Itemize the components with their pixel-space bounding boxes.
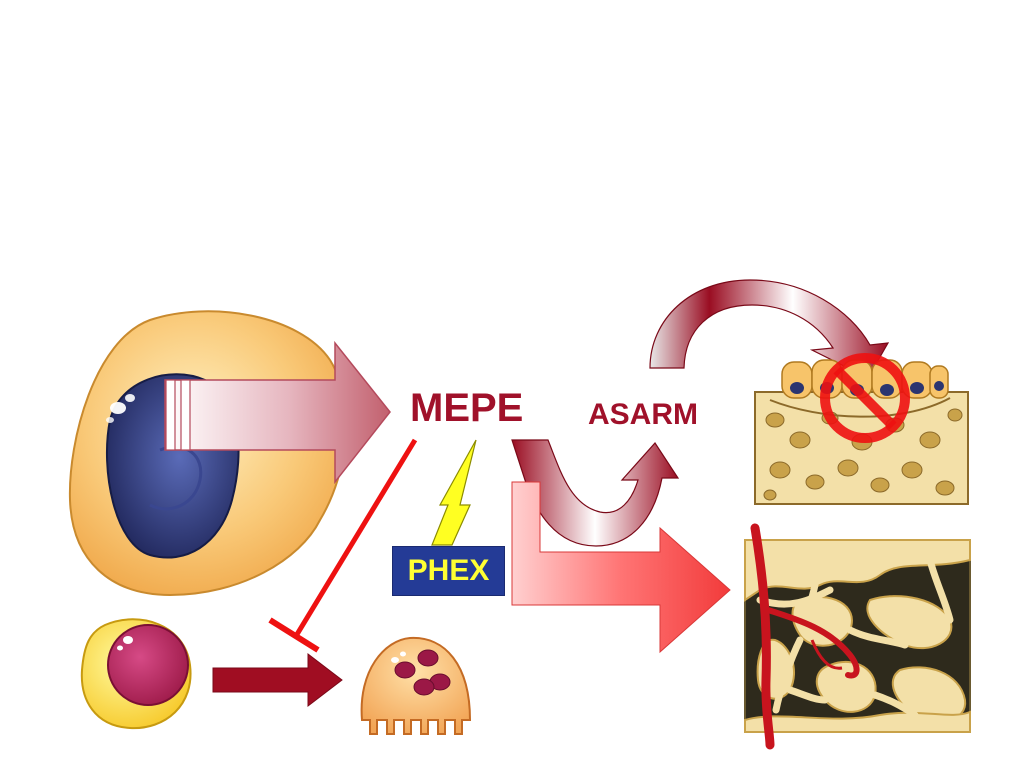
precursor-cell-icon	[80, 618, 192, 730]
trabecular-bone-icon	[744, 523, 971, 750]
phex-box: PHEX	[392, 546, 505, 596]
mepe-label: MEPE	[410, 386, 524, 430]
expression-arrow	[164, 340, 391, 485]
mineralization-inhibit-arrow	[649, 279, 890, 379]
inhibition-line	[268, 438, 418, 653]
lightning-bolt-icon	[431, 439, 477, 546]
osteoclast-cell-icon	[360, 636, 472, 735]
differentiation-arrow	[212, 652, 343, 708]
prohibited-icon	[820, 353, 910, 443]
phex-label: PHEX	[407, 554, 490, 587]
bone-formation-arrow	[511, 481, 731, 654]
asarm-label: ASARM	[588, 398, 698, 431]
osteocyte-cell-icon	[68, 310, 348, 597]
cleavage-curved-arrow	[511, 439, 680, 547]
bone-mineralization-icon	[754, 359, 969, 505]
